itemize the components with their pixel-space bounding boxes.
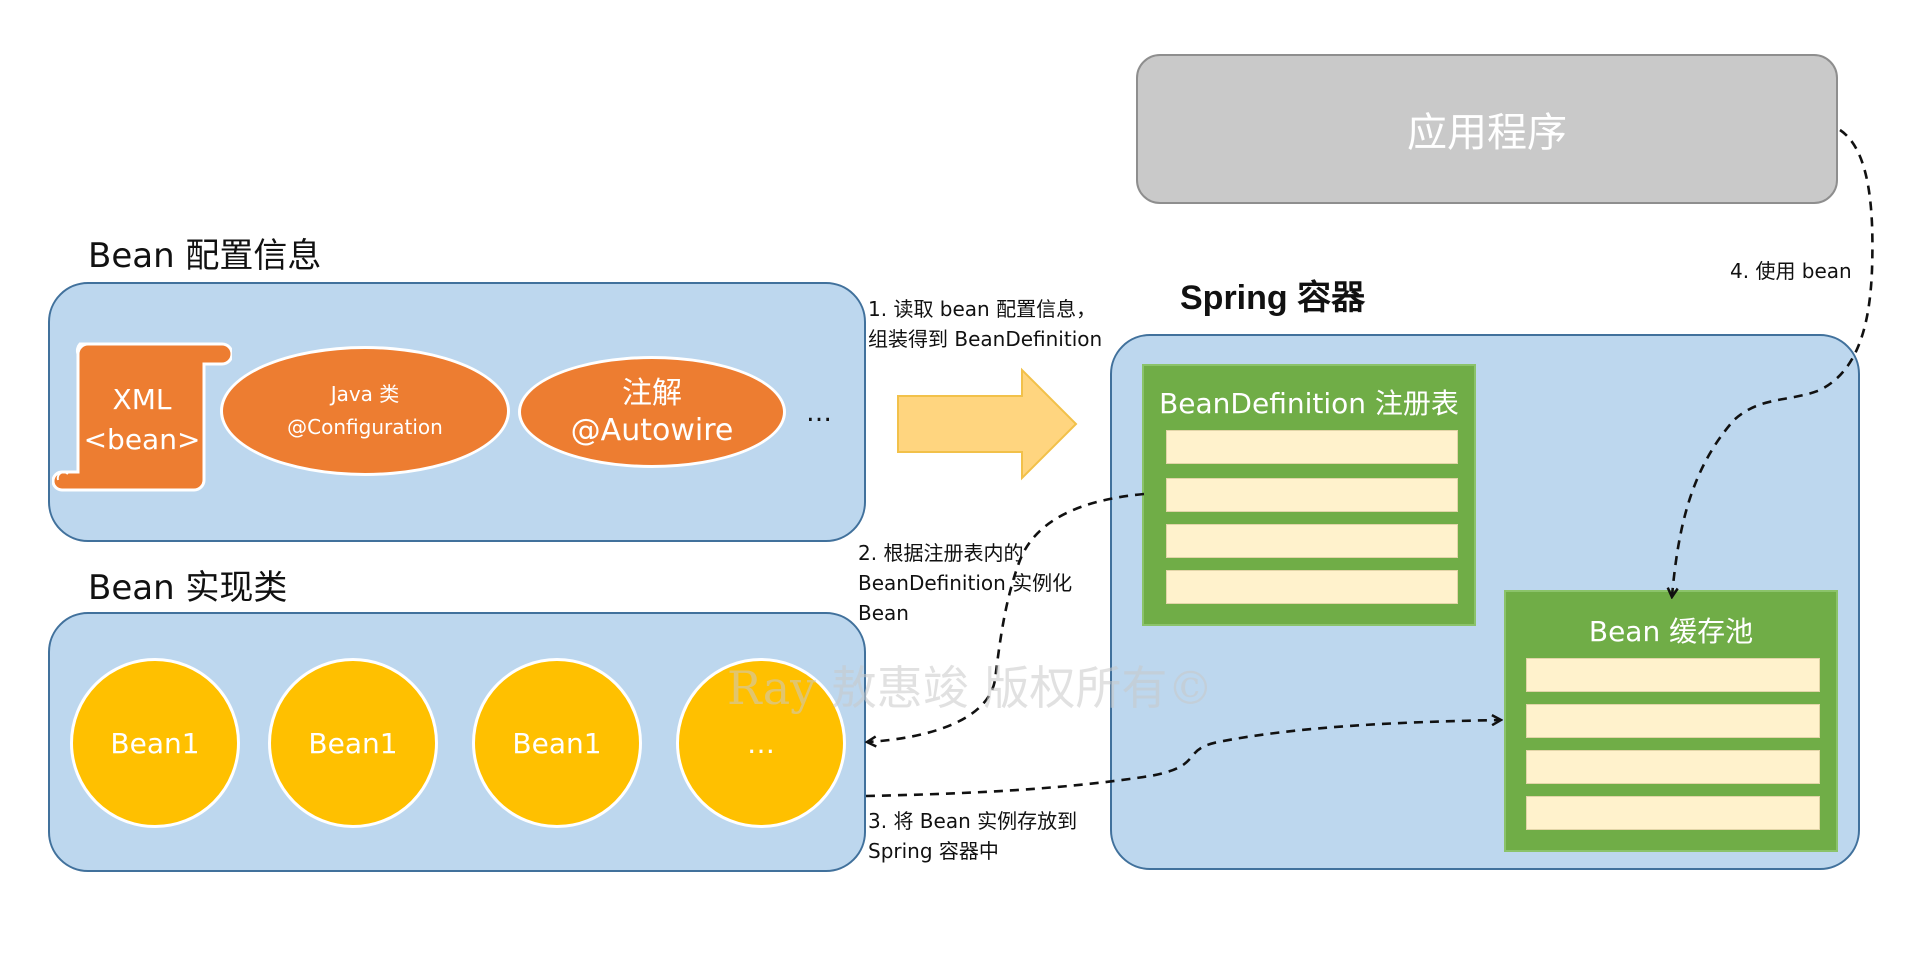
annotation-line1: 注解 bbox=[622, 375, 682, 411]
impl-section-title: Bean 实现类 bbox=[88, 568, 288, 608]
config-more: … bbox=[806, 398, 832, 428]
bean-label: Bean1 bbox=[512, 726, 602, 760]
cache-row bbox=[1526, 704, 1820, 738]
step3-label-line1: 3. 将 Bean 实例存放到 bbox=[868, 809, 1078, 833]
xml-line2: <bean> bbox=[83, 423, 201, 456]
bean-circle: … bbox=[676, 658, 846, 828]
registry-box: BeanDefinition 注册表 bbox=[1142, 364, 1476, 626]
step3-label-line2: Spring 容器中 bbox=[868, 839, 999, 863]
step4-connector bbox=[1672, 128, 1874, 596]
registry-row bbox=[1166, 524, 1458, 558]
registry-row bbox=[1166, 478, 1458, 512]
cache-box: Bean 缓存池 bbox=[1504, 590, 1838, 852]
application-box: 应用程序 bbox=[1136, 54, 1838, 204]
annotation-line2: @Autowire bbox=[570, 413, 734, 448]
xml-line1: XML bbox=[112, 383, 172, 416]
watermark: Ray 敖惠竣 版权所有© bbox=[727, 661, 1214, 715]
step1-label-line2: 组装得到 BeanDefinition bbox=[868, 327, 1103, 351]
cache-row bbox=[1526, 750, 1820, 784]
registry-row bbox=[1166, 430, 1458, 464]
step1-label-line1: 1. 读取 bean 配置信息， bbox=[868, 297, 1097, 321]
step2-label-line1: 2. 根据注册表内的 bbox=[858, 541, 1024, 565]
bean-circle: Bean1 bbox=[268, 658, 438, 828]
step2-connector bbox=[868, 492, 1145, 742]
container-title: Spring 容器 bbox=[1180, 279, 1366, 317]
bean-circle: Bean1 bbox=[70, 658, 240, 828]
java-line1: Java 类 bbox=[330, 382, 400, 406]
bean-circle: Bean1 bbox=[472, 658, 642, 828]
registry-row bbox=[1166, 570, 1458, 604]
cache-title: Bean 缓存池 bbox=[1588, 615, 1754, 648]
annotation-ellipse: 注解 @Autowire bbox=[518, 356, 786, 468]
scroll-icon bbox=[52, 342, 232, 492]
cache-row bbox=[1526, 796, 1820, 830]
registry-title: BeanDefinition 注册表 bbox=[1159, 387, 1459, 420]
java-line2: @Configuration bbox=[287, 415, 443, 439]
bean-label: Bean1 bbox=[110, 726, 200, 760]
step4-label: 4. 使用 bean bbox=[1730, 259, 1852, 283]
java-class-ellipse: Java 类 @Configuration bbox=[220, 346, 510, 476]
config-section-title: Bean 配置信息 bbox=[88, 236, 322, 276]
step2-label-line2: BeanDefinition 实例化 bbox=[858, 571, 1073, 595]
bean-label: … bbox=[747, 726, 775, 760]
application-label: 应用程序 bbox=[1407, 110, 1567, 156]
cache-row bbox=[1526, 658, 1820, 692]
right-arrow-icon bbox=[897, 367, 1078, 481]
step2-label-line3: Bean bbox=[858, 601, 909, 625]
step3-connector bbox=[865, 720, 1500, 798]
xml-label: XML <bean> bbox=[80, 380, 204, 460]
bean-label: Bean1 bbox=[308, 726, 398, 760]
